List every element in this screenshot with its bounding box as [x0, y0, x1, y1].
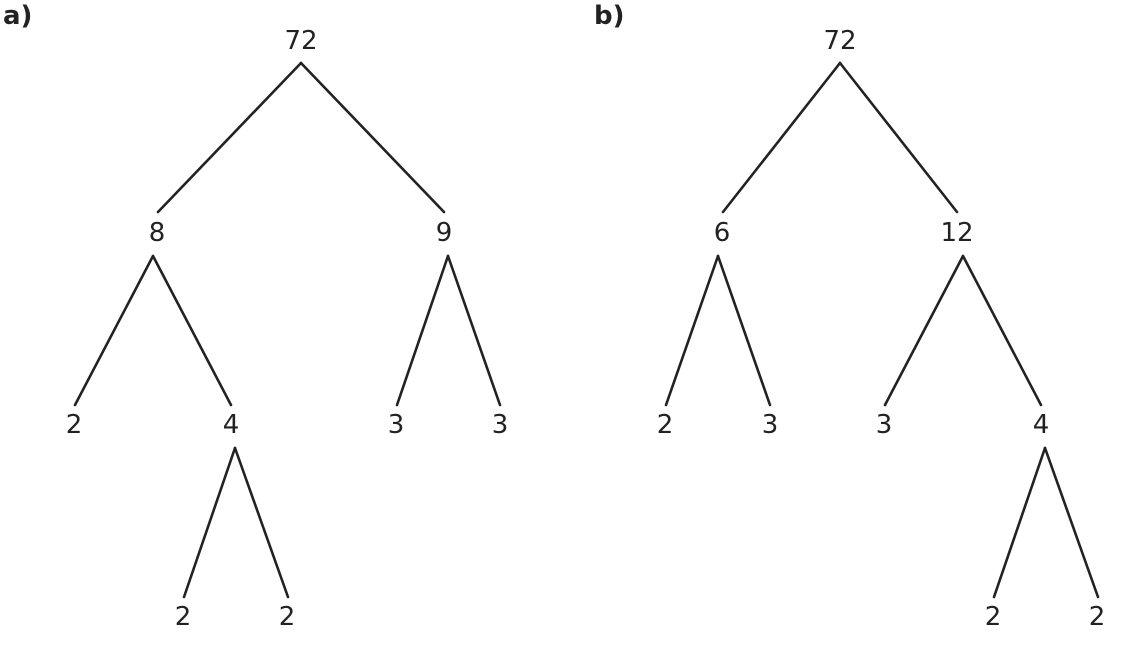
tree-edge-a_8_4-to-a_4_2a [182, 446, 237, 599]
tree-node-b_12_3: 3 [876, 410, 893, 440]
tree-edge-b_12_4-to-b_4_2b [1043, 446, 1100, 599]
tree-node-b_4_2a: 2 [985, 602, 1002, 632]
tree-edge-a_8-to-a_8_4 [151, 254, 233, 407]
tree-node-b_4_2b: 2 [1089, 602, 1106, 632]
tree-edge-b_6-to-b_6_2 [664, 254, 720, 407]
tree-edge-a_9-to-a_9_3a [395, 254, 450, 407]
tree-node-a_9: 9 [436, 218, 453, 248]
tree-edge-b_12_4-to-b_4_2a [992, 446, 1047, 599]
tree-nodes: 72 8 9 2 4 3 3 2 2 72 6 12 2 3 3 4 2 2 [66, 26, 1106, 632]
tree-node-a_8_2: 2 [66, 410, 83, 440]
tree-edge-a_root-to-a_9 [299, 61, 446, 214]
tree-node-a_4_2a: 2 [175, 602, 192, 632]
tree-edge-a_9-to-a_9_3b [446, 254, 502, 407]
tree-node-b_root: 72 [823, 26, 856, 56]
tree-node-a_9_3b: 3 [492, 410, 509, 440]
tree-edge-b_6-to-b_6_3 [716, 254, 772, 407]
tree-node-a_4_2b: 2 [279, 602, 296, 632]
tree-edge-b_root-to-b_12 [838, 61, 959, 214]
tree-edge-a_root-to-a_8 [156, 61, 303, 214]
tree-edge-b_root-to-b_6 [721, 61, 842, 214]
tree-node-a_root: 72 [284, 26, 317, 56]
tree-node-b_6_3: 3 [762, 410, 779, 440]
tree-node-b_12_4: 4 [1033, 410, 1050, 440]
tree-edge-b_12-to-b_12_4 [961, 254, 1043, 407]
tree-node-b_12: 12 [940, 218, 973, 248]
tree-node-b_6_2: 2 [657, 410, 674, 440]
panel-label-b: b) [594, 1, 625, 31]
tree-node-a_8_4: 4 [223, 410, 240, 440]
panel-label-a: a) [3, 1, 32, 31]
tree-edge-a_8_4-to-a_4_2b [233, 446, 290, 599]
tree-node-a_8: 8 [149, 218, 166, 248]
tree-node-a_9_3a: 3 [388, 410, 405, 440]
tree-edge-b_12-to-b_12_3 [883, 254, 965, 407]
tree-edges [73, 61, 1100, 599]
tree-node-b_6: 6 [714, 218, 731, 248]
tree-edge-a_8-to-a_8_2 [73, 254, 155, 407]
